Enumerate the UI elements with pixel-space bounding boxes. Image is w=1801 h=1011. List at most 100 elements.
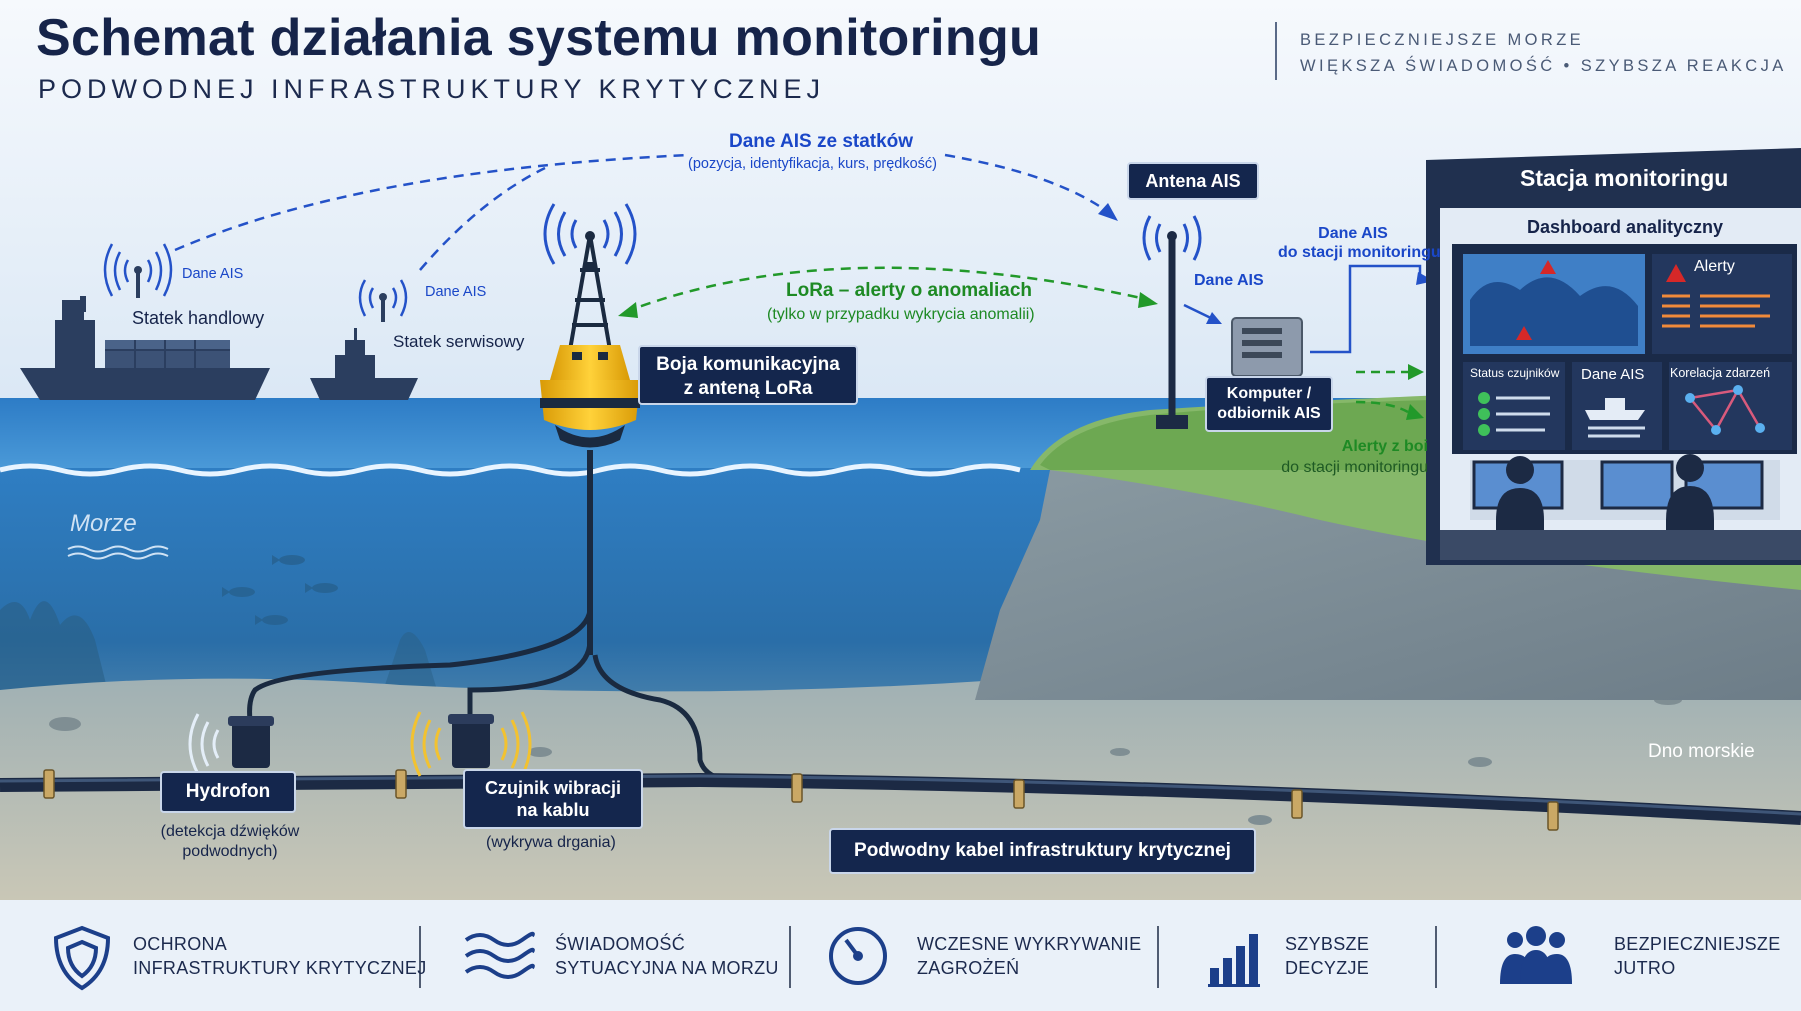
alerts-panel-title: Alerty: [1694, 258, 1735, 275]
footer-line: INFRASTRUKTURY KRYTYCZNEJ: [133, 958, 427, 978]
antenna-ais-label: Dane AIS: [1194, 272, 1264, 289]
fish-group: [222, 555, 338, 625]
lora-link: [624, 266, 1151, 314]
ship-antenna-icon: [358, 279, 408, 322]
ais-arrowhead: [1098, 203, 1118, 221]
vibration-label-line-2: na kablu: [516, 800, 590, 820]
footer-bar: [0, 900, 1801, 1011]
cargo-ship: [20, 296, 270, 400]
lora-arrowhead-right: [1138, 292, 1158, 308]
ais-flow-title: Dane AIS ze statków: [729, 131, 914, 152]
seaweed: [0, 601, 110, 700]
tagline: BEZPIECZNIEJSZE MORZE WIĘKSZA ŚWIADOMOŚĆ…: [1300, 27, 1787, 79]
ship-name-service: Statek serwisowy: [393, 332, 525, 351]
sea-wave-icon: [67, 545, 169, 560]
ship-ais-label: Dane AIS: [182, 266, 244, 282]
computer-label: Komputer / odbiornik AIS: [1205, 376, 1333, 432]
antenna-signal-icon: [1142, 215, 1202, 261]
footer-item-4: SZYBSZE DECYZJE: [1285, 932, 1369, 980]
monitoring-station: [1426, 148, 1801, 565]
page-title: Schemat działania systemu monitoringu: [36, 9, 1042, 67]
footer-item-2: ŚWIADOMOŚĆ SYTUACYJNA NA MORZU: [555, 932, 779, 980]
alerts-to-station-line-1: Alerty z boi: [1341, 438, 1428, 455]
footer-line: BEZPIECZNIEJSZE: [1614, 934, 1781, 954]
antenna-label: Antena AIS: [1127, 162, 1259, 200]
ais-to-station-line-2: do stacji monitoringu: [1278, 244, 1441, 261]
computer-label-line-2: odbiornik AIS: [1217, 405, 1321, 422]
panel-event-correlation: Korelacja zdarzeń: [1670, 366, 1771, 380]
footer-line: OCHRONA: [133, 934, 228, 954]
wave-line: [0, 463, 1021, 477]
bar-chart-icon: [1208, 934, 1260, 987]
footer-line: DECYZJE: [1285, 958, 1370, 978]
computer-server: [1231, 317, 1303, 377]
footer-item-5: BEZPIECZNIEJSZE JUTRO: [1614, 932, 1781, 980]
cable-label: Podwodny kabel infrastruktury krytycznej: [829, 828, 1256, 874]
tagline-line-1: BEZPIECZNIEJSZE MORZE: [1300, 31, 1585, 49]
footer-line: JUTRO: [1614, 958, 1676, 978]
footer-line: ZAGROŻEŃ: [917, 958, 1020, 978]
hydrophone-detail: (detekcja dźwięków podwodnych): [150, 822, 310, 862]
ais-arc-left: [174, 153, 691, 252]
buoy: [540, 231, 640, 655]
ship-name-cargo: Statek handlowy: [132, 308, 265, 328]
hydrophone-detail-line-2: podwodnych): [182, 843, 278, 860]
computer-to-station-arrow: [1310, 264, 1422, 354]
lora-arrowhead-left: [618, 302, 638, 318]
vibration-wave-icon: [410, 711, 532, 777]
footer-dividers: [419, 926, 1437, 988]
vibration-label-line-1: Czujnik wibracji: [484, 778, 622, 798]
cable-joints: [43, 769, 1559, 831]
vibration-sensor-cable: [467, 639, 593, 720]
hydrophone-wave-icon: [188, 713, 220, 775]
footer-item-1: OCHRONA INFRASTRUKTURY KRYTYCZNEJ: [133, 932, 427, 980]
ship-antenna-icon: [103, 243, 173, 298]
buoy-label-line-2: z anteną LoRa: [683, 378, 813, 399]
buoy-label-line-1: Boja komunikacyjna: [656, 354, 840, 375]
buoy-label: Boja komunikacyjna z anteną LoRa: [638, 345, 858, 405]
footer-line: WCZESNE WYKRYWANIE: [917, 934, 1142, 954]
people-icon: [1500, 926, 1572, 984]
waves-icon: [464, 931, 535, 979]
hydrophone-detail-line-1: (detekcja dźwięków: [160, 823, 300, 840]
tagline-divider: [1275, 22, 1277, 80]
tagline-line-2: WIĘKSZA ŚWIADOMOŚĆ • SZYBSZA REAKCJA: [1300, 57, 1787, 75]
buoy-signal-icon: [543, 203, 637, 265]
arrowhead: [1406, 404, 1424, 420]
ais-arc-right: [944, 153, 1113, 216]
seabed-label: Dno morskie: [1648, 741, 1755, 762]
arrowhead: [1206, 312, 1222, 324]
sea-label: Morze: [70, 510, 137, 537]
vibration-sensor-detail: (wykrywa drgania): [486, 834, 616, 851]
footer-item-3: WCZESNE WYKRYWANIE ZAGROŻEŃ: [917, 932, 1141, 980]
service-ship: [310, 328, 418, 400]
ais-arc-middle: [419, 166, 546, 271]
dashboard-title: Dashboard analityczny: [1527, 217, 1724, 237]
panel-ais-data: Dane AIS: [1581, 366, 1645, 383]
lora-title: LoRa – alerty o anomaliach: [786, 280, 1033, 301]
cable-link: [592, 654, 731, 783]
hydrophone-cable: [247, 609, 593, 721]
ship-ais-label: Dane AIS: [425, 284, 487, 300]
vibration-sensor: [448, 714, 494, 768]
shield-icon: [53, 925, 111, 991]
ais-to-station-line-1: Dane AIS: [1318, 225, 1388, 242]
vibration-sensor-label: Czujnik wibracji na kablu: [463, 769, 643, 829]
station-title: Stacja monitoringu: [1520, 165, 1729, 191]
computer-label-line-1: Komputer /: [1226, 385, 1312, 402]
arrowhead: [1408, 364, 1424, 380]
alert-arrow-2: [1355, 400, 1409, 414]
footer-line: SZYBSZE: [1285, 934, 1370, 954]
footer-line: ŚWIADOMOŚĆ: [555, 934, 686, 954]
ais-antenna-tower: [1156, 231, 1188, 429]
page-subtitle: PODWODNEJ INFRASTRUKTURY KRYTYCZNEJ: [38, 74, 826, 104]
gauge-icon: [829, 927, 887, 985]
hydrophone-label: Hydrofon: [160, 771, 296, 813]
alerts-to-station-line-2: do stacji monitoringu: [1281, 459, 1428, 476]
ais-flow-detail: (pozycja, identyfikacja, kurs, prędkość): [688, 156, 938, 172]
hydrophone: [228, 716, 274, 768]
lora-detail: (tylko w przypadku wykrycia anomalii): [767, 306, 1035, 323]
ais-to-station-label: Dane AIS do stacji monitoringu: [1278, 224, 1441, 262]
panel-sensor-status: Status czujników: [1470, 366, 1560, 380]
footer-line: SYTUACYJNA NA MORZU: [555, 958, 779, 978]
